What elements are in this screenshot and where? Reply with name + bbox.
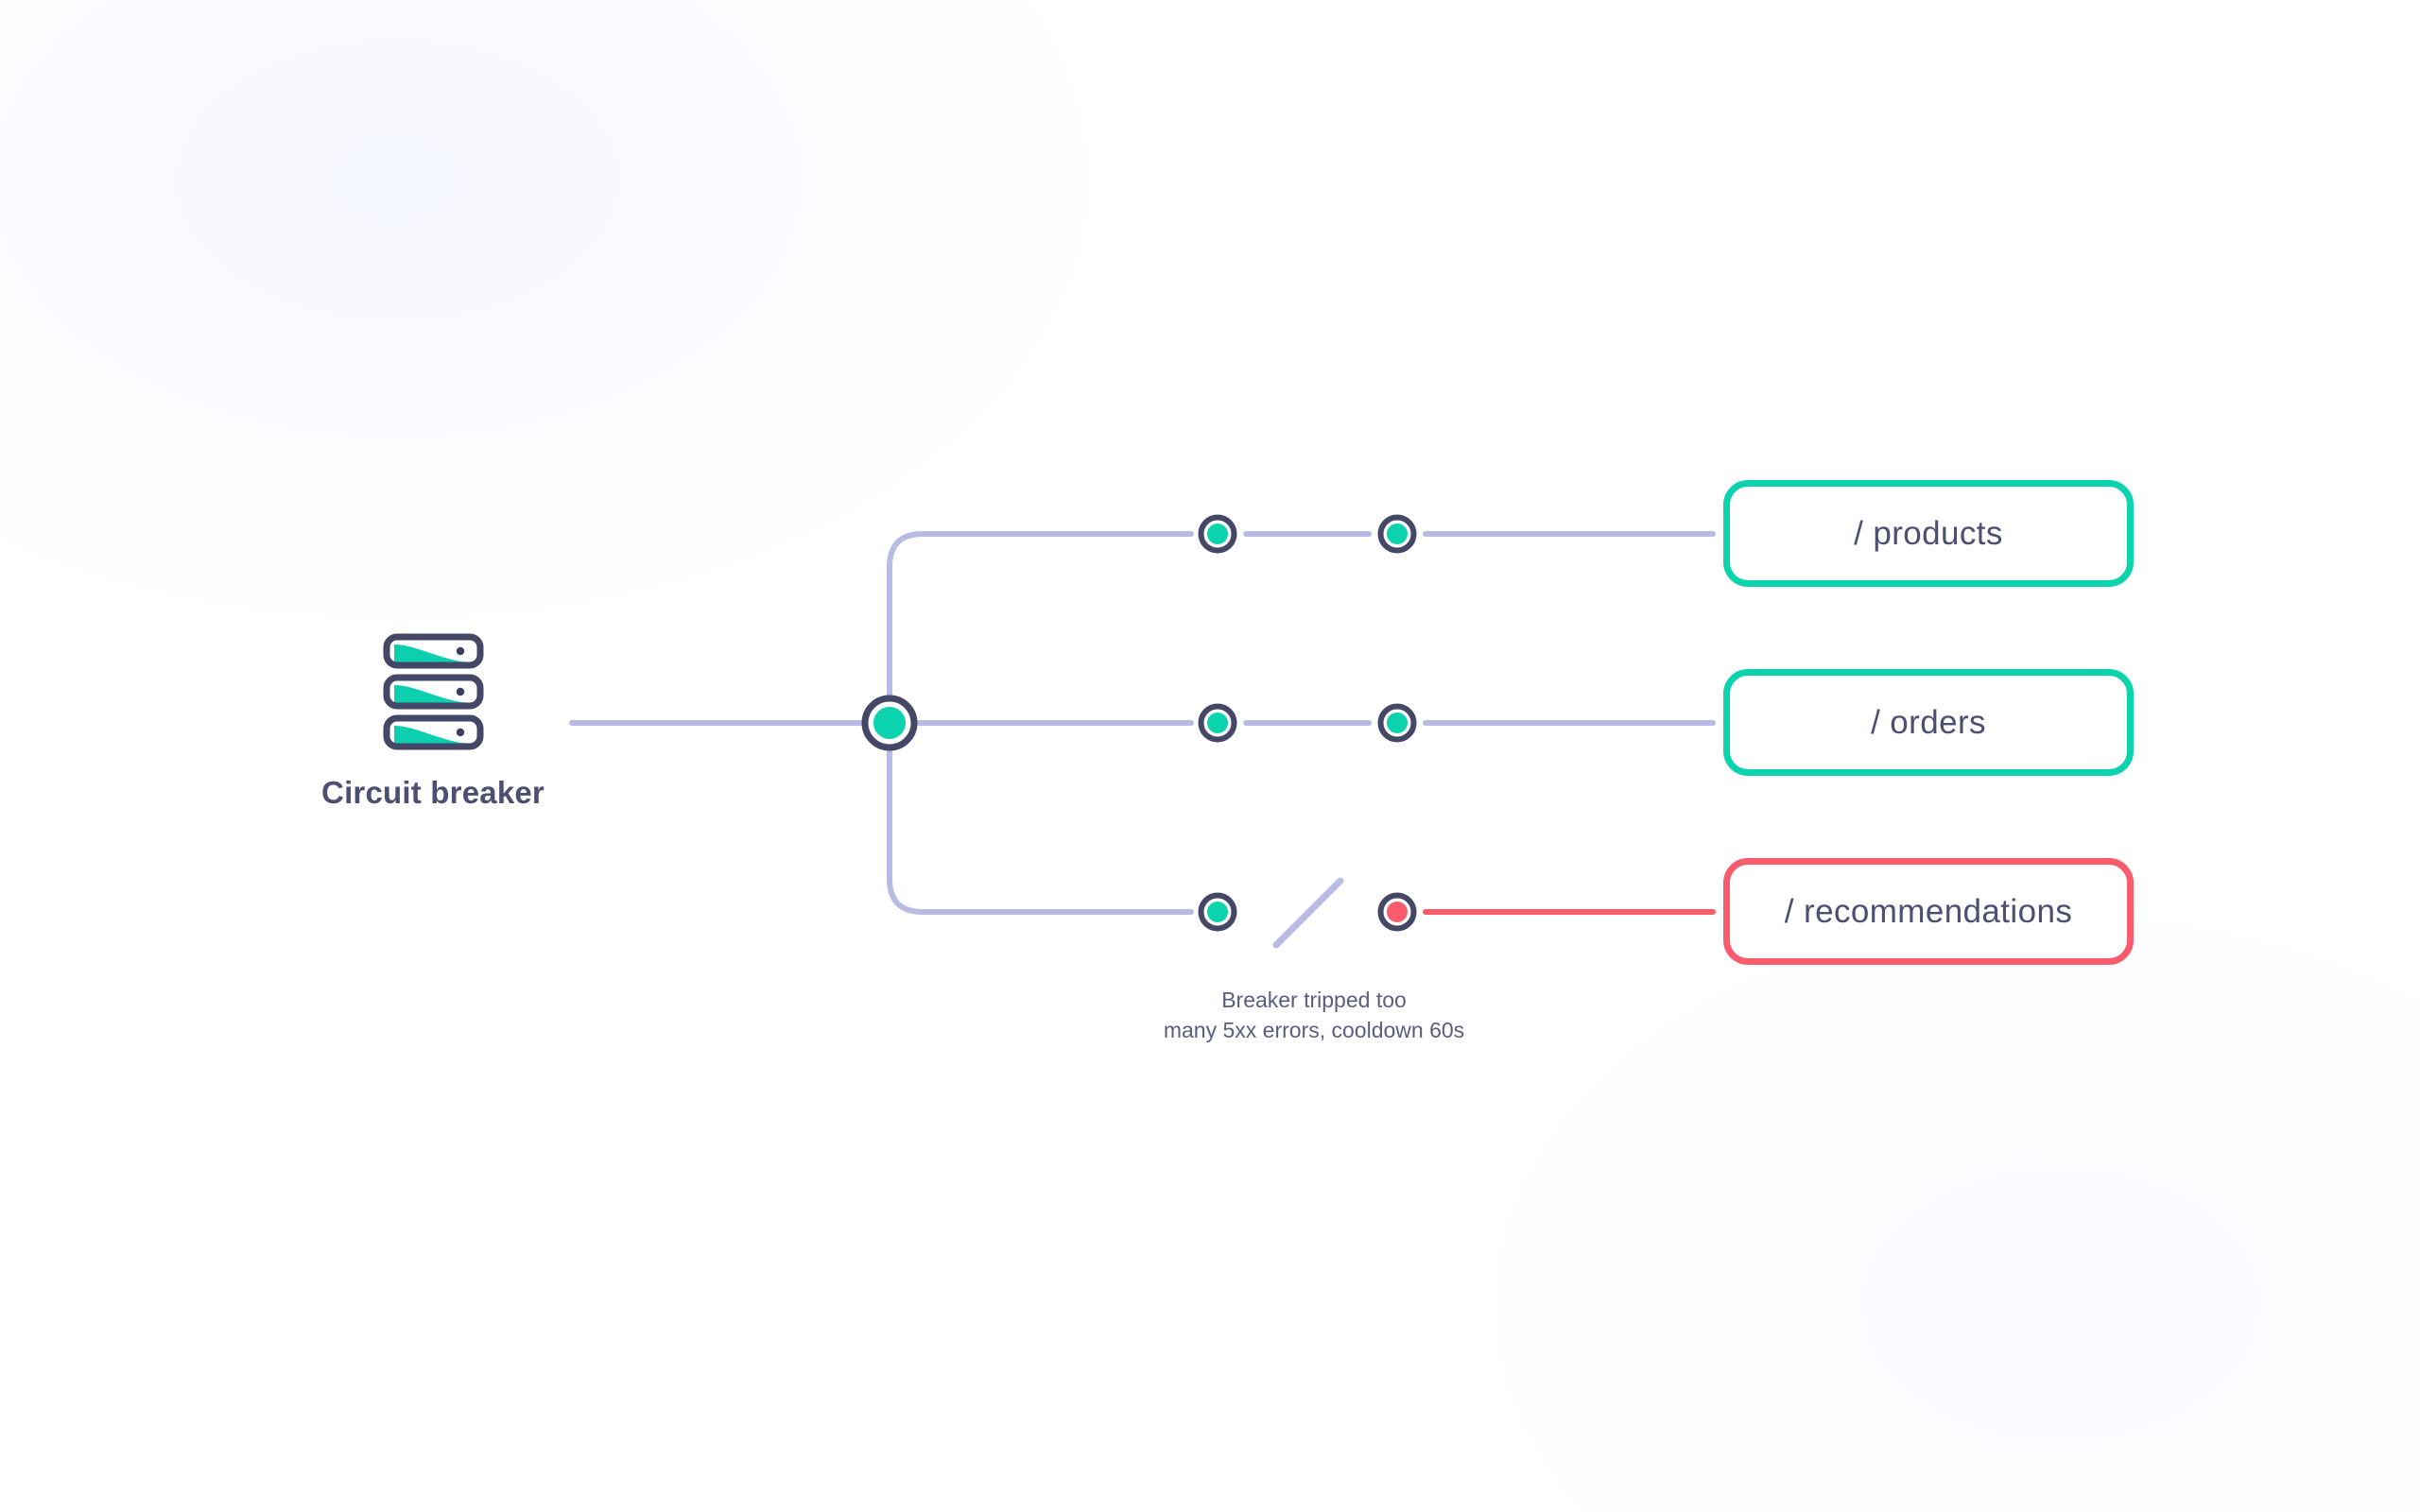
route-pill-products[interactable]: / products xyxy=(1723,480,2134,587)
route-pill-orders[interactable]: / orders xyxy=(1723,669,2134,776)
server-bar-2 xyxy=(383,674,484,710)
link-hub-to-row1 xyxy=(887,531,1194,704)
server-bar-3-led xyxy=(456,728,465,737)
route-pill-orders-label: / orders xyxy=(1871,703,1986,741)
row2-node-1[interactable] xyxy=(1198,703,1237,743)
server-stack-icon xyxy=(383,633,484,750)
row1-node-1[interactable] xyxy=(1198,514,1237,554)
broken-link-slash-icon xyxy=(1272,877,1344,949)
row3-node-1[interactable] xyxy=(1198,892,1237,932)
breaker-annotation-line-2: many 5xx errors, cooldown 60s xyxy=(1163,1018,1465,1042)
server-bar-2-led xyxy=(456,687,465,696)
server-bar-1-decay-curve xyxy=(394,644,475,663)
row1-node-2-core xyxy=(1387,524,1408,544)
row2-node-2[interactable] xyxy=(1377,703,1417,743)
server-bar-1 xyxy=(383,633,484,669)
server-bar-1-led xyxy=(456,646,465,656)
breaker-annotation-line-1: Breaker tripped too xyxy=(1221,988,1407,1012)
row1-node-2[interactable] xyxy=(1377,514,1417,554)
server-bar-2-decay-curve xyxy=(394,685,475,704)
source-label: Circuit breaker xyxy=(321,775,544,810)
route-pill-recommendations-label: / recommendations xyxy=(1784,892,2073,930)
breaker-annotation: Breaker tripped too many 5xx errors, coo… xyxy=(1164,985,1464,1045)
hub-node[interactable] xyxy=(861,695,918,751)
row3-node-2-failing[interactable] xyxy=(1377,892,1417,932)
route-pill-recommendations[interactable]: / recommendations xyxy=(1723,858,2134,965)
server-bar-3 xyxy=(383,714,484,750)
row1-node-1-core xyxy=(1207,524,1228,544)
row2-node-2-core xyxy=(1387,713,1408,733)
route-pill-products-label: / products xyxy=(1854,514,2003,552)
row3-node-1-core xyxy=(1207,902,1228,922)
row3-node-2-core xyxy=(1387,902,1408,922)
row2-node-1-core xyxy=(1207,713,1228,733)
server-bar-3-decay-curve xyxy=(394,726,475,745)
link-hub-to-row3 xyxy=(887,742,1194,915)
hub-node-core xyxy=(873,707,906,739)
